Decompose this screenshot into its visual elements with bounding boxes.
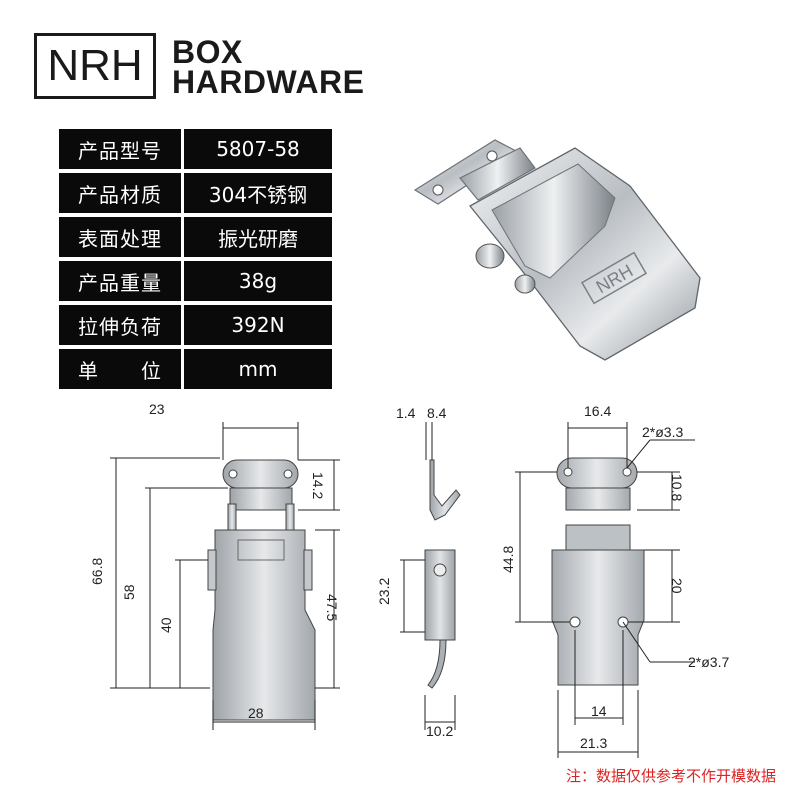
spec-label: 单 位 — [59, 349, 181, 389]
dim-side-thickness-a: 1.4 — [396, 405, 416, 421]
dim-back-catch-height: 10.8 — [669, 474, 685, 502]
spec-row: 单 位 mm — [59, 349, 332, 389]
brand-line-1: BOX — [172, 34, 243, 70]
back-view-drawing — [515, 422, 695, 758]
dim-side-height: 23.2 — [376, 577, 392, 605]
spec-row: 拉伸负荷 392N — [59, 305, 332, 345]
side-view-drawing — [400, 422, 461, 730]
dim-back-hole-spacing-top: 16.4 — [584, 403, 612, 419]
dim-back-overall: 44.8 — [500, 545, 516, 573]
spec-row: 表面处理 振光研磨 — [59, 217, 332, 257]
brand-line-2: HARDWARE — [172, 64, 365, 100]
spec-value: 304不锈钢 — [184, 173, 332, 213]
dim-back-hole-spacing-bottom: 14 — [591, 703, 607, 719]
spec-label: 拉伸负荷 — [59, 305, 181, 345]
dim-front-overall-height: 66.8 — [89, 557, 105, 585]
dim-front-top-width: 23 — [149, 401, 165, 417]
dim-back-top-hole: 2*ø3.3 — [642, 424, 684, 440]
dim-front-body-height: 40 — [158, 617, 174, 633]
product-photo: NRH — [413, 139, 701, 361]
spec-label: 产品型号 — [59, 129, 181, 169]
dim-back-base-width: 21.3 — [580, 735, 608, 751]
brand-logo: NRH — [34, 33, 156, 99]
dim-side-thickness-b: 8.4 — [427, 405, 447, 421]
dim-back-body: 20 — [669, 578, 685, 594]
spec-value: mm — [184, 349, 332, 389]
spec-value: 振光研磨 — [184, 217, 332, 257]
spec-value: 38g — [184, 261, 332, 301]
dim-front-hinge-height: 58 — [121, 584, 137, 600]
spec-value: 392N — [184, 305, 332, 345]
spec-label: 产品重量 — [59, 261, 181, 301]
spec-value: 5807-58 — [184, 129, 332, 169]
front-view-drawing — [110, 422, 340, 730]
disclaimer-note: 注：数据仅供参考不作开模数据 — [565, 767, 776, 785]
dim-front-catch-height: 14.2 — [310, 472, 326, 500]
dim-side-depth: 10.2 — [426, 723, 454, 739]
logo-text: NRH — [47, 41, 143, 90]
spec-label: 产品材质 — [59, 173, 181, 213]
spec-row: 产品型号 5807-58 — [59, 129, 332, 169]
spec-label: 表面处理 — [59, 217, 181, 257]
dim-front-bottom-width: 28 — [248, 705, 264, 721]
dim-front-latch-height: 47.5 — [324, 594, 340, 622]
spec-row: 产品材质 304不锈钢 — [59, 173, 332, 213]
dim-back-bottom-hole: 2*ø3.7 — [688, 654, 730, 670]
spec-row: 产品重量 38g — [59, 261, 332, 301]
